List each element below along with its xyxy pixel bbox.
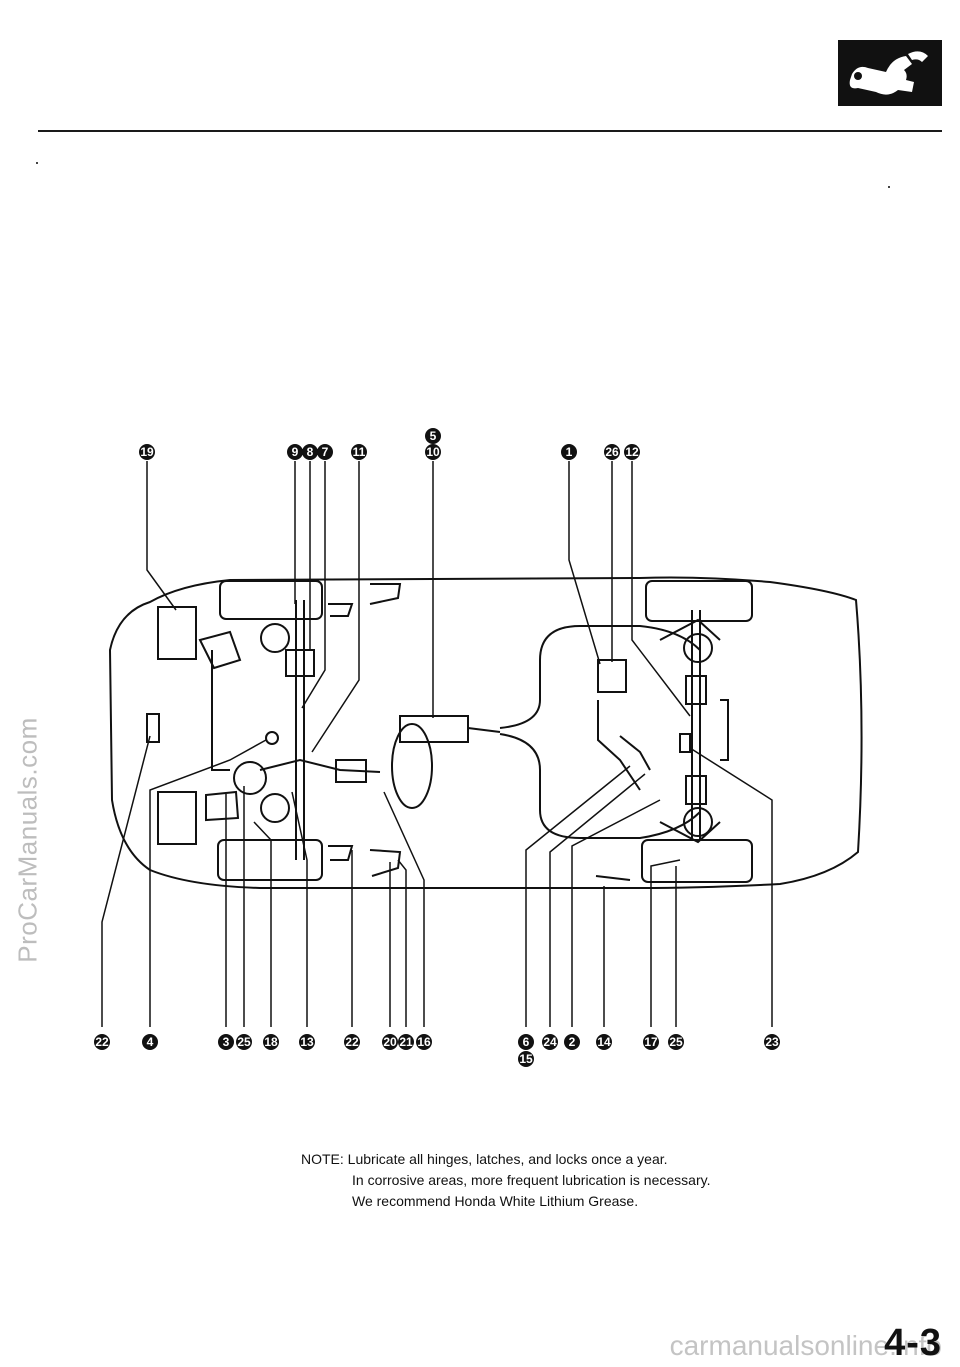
header-rule [38,130,942,132]
svg-text:1: 1 [566,445,573,459]
lubrication-note: NOTE: Lubricate all hinges, latches, and… [301,1149,821,1212]
svg-text:5: 5 [430,429,437,443]
callout-5: 5 [425,428,441,444]
svg-text:2: 2 [569,1035,576,1049]
callout-8: 8 [302,444,318,460]
callout-25-rear: 25 [668,1034,684,1050]
callout-6: 6 [518,1034,534,1050]
callout-21: 21 [398,1034,414,1050]
speck [36,162,38,164]
svg-text:12: 12 [625,445,639,459]
page-number: 4-3 [884,1322,942,1364]
callout-3: 3 [218,1034,234,1050]
callout-18: 18 [263,1034,279,1050]
callout-15: 15 [518,1051,534,1067]
section-logo [838,40,942,106]
leader-lines [101,461,773,1027]
svg-text:18: 18 [264,1035,278,1049]
note-line-2: In corrosive areas, more frequent lubric… [352,1172,711,1188]
svg-text:26: 26 [605,445,619,459]
svg-text:14: 14 [597,1035,611,1049]
svg-text:23: 23 [765,1035,779,1049]
callout-22-center: 22 [344,1034,360,1050]
svg-text:25: 25 [669,1035,683,1049]
note-line-3: We recommend Honda White Lithium Grease. [352,1193,639,1209]
callout-25: 25 [236,1034,252,1050]
speck [888,186,890,188]
svg-text:20: 20 [383,1035,397,1049]
svg-text:10: 10 [426,445,440,459]
svg-text:6: 6 [523,1035,530,1049]
callout-16: 16 [416,1034,432,1050]
svg-text:4: 4 [147,1035,154,1049]
svg-text:16: 16 [417,1035,431,1049]
callout-23: 23 [764,1034,780,1050]
callout-20: 20 [382,1034,398,1050]
svg-text:17: 17 [644,1035,658,1049]
callout-19: 19 [139,444,155,460]
watermark-bottom: carmanualsonline.info [669,1330,942,1361]
svg-text:15: 15 [519,1052,533,1066]
svg-text:25: 25 [237,1035,251,1049]
callout-4: 4 [142,1034,158,1050]
svg-text:24: 24 [543,1035,557,1049]
callout-12: 12 [624,444,640,460]
svg-text:11: 11 [353,445,366,459]
svg-text:9: 9 [292,445,299,459]
svg-text:21: 21 [399,1035,413,1049]
svg-text:8: 8 [307,445,314,459]
svg-text:22: 22 [345,1035,359,1049]
svg-text:3: 3 [223,1035,230,1049]
callout-24: 24 [542,1034,558,1050]
callout-1: 1 [561,444,577,460]
vehicle-underbody [108,576,863,889]
callout-14: 14 [596,1034,612,1050]
callout-9: 9 [287,444,303,460]
callout-11: 11 [351,444,367,460]
callout-10: 10 [425,444,441,460]
callout-26: 26 [604,444,620,460]
callout-markers: 19 9 8 7 11 5 10 1 26 12 22 4 3 25 18 13… [94,428,780,1067]
watermark-side: ProCarManuals.com [12,717,43,963]
note-line-1: NOTE: Lubricate all hinges, latches, and… [301,1151,668,1167]
callout-22: 22 [94,1034,110,1050]
svg-text:13: 13 [300,1035,314,1049]
callout-17: 17 [643,1034,659,1050]
callout-13: 13 [299,1034,315,1050]
svg-text:7: 7 [322,445,329,459]
callout-2: 2 [564,1034,580,1050]
svg-text:22: 22 [95,1035,109,1049]
svg-text:19: 19 [140,445,154,459]
wrench-hand-icon [838,40,942,106]
callout-7: 7 [317,444,333,460]
